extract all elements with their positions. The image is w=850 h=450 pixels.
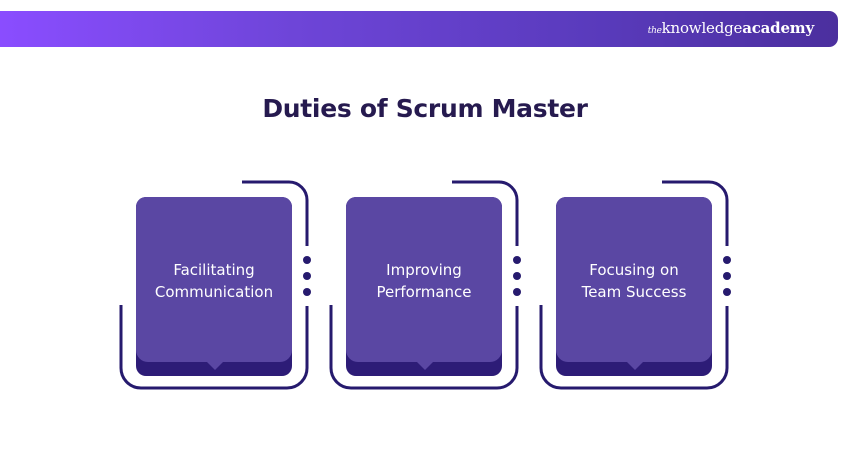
header-banner: theknowledgeacademy <box>0 11 838 47</box>
frame-dot <box>303 272 311 280</box>
frame-dot <box>303 288 311 296</box>
page-title: Duties of Scrum Master <box>262 94 588 123</box>
card-label-line1: Facilitating <box>173 261 255 279</box>
card-label: Improving Performance <box>346 259 502 303</box>
duty-card-2: Improving Performance <box>346 197 502 376</box>
frame-dot <box>303 256 311 264</box>
card-label-line2: Team Success <box>581 283 687 301</box>
card-label-line2: Performance <box>376 283 472 301</box>
frame-top-right-arc <box>662 180 729 246</box>
logo-prefix: the <box>647 26 662 36</box>
frame-top-right-arc <box>242 180 309 246</box>
card-pointer <box>206 361 224 370</box>
frame-bottom-arc <box>329 305 519 390</box>
card-pointer <box>626 361 644 370</box>
card-label-line2: Communication <box>154 283 274 301</box>
logo-main: knowledge <box>661 19 743 37</box>
frame-bottom-arc <box>539 305 729 390</box>
card-pointer <box>416 361 434 370</box>
brand-logo[interactable]: theknowledgeacademy <box>648 19 814 37</box>
frame-dot <box>513 288 521 296</box>
card-face <box>136 197 292 362</box>
card-label-line1: Improving <box>386 261 462 279</box>
card-face <box>346 197 502 362</box>
frame-dot <box>723 288 731 296</box>
card-label-line1: Focusing on <box>589 261 679 279</box>
frame-dot <box>723 256 731 264</box>
frame-dot <box>513 256 521 264</box>
logo-bold: academy <box>742 19 814 37</box>
frame-dot <box>513 272 521 280</box>
card-label: Focusing on Team Success <box>556 259 712 303</box>
duty-card-1: Facilitating Communication <box>136 197 292 376</box>
card-label: Facilitating Communication <box>136 259 292 303</box>
frame-bottom-arc <box>119 305 309 390</box>
duty-card-3: Focusing on Team Success <box>556 197 712 376</box>
frame-top-right-arc <box>452 180 519 246</box>
frame-dot <box>723 272 731 280</box>
card-face <box>556 197 712 362</box>
